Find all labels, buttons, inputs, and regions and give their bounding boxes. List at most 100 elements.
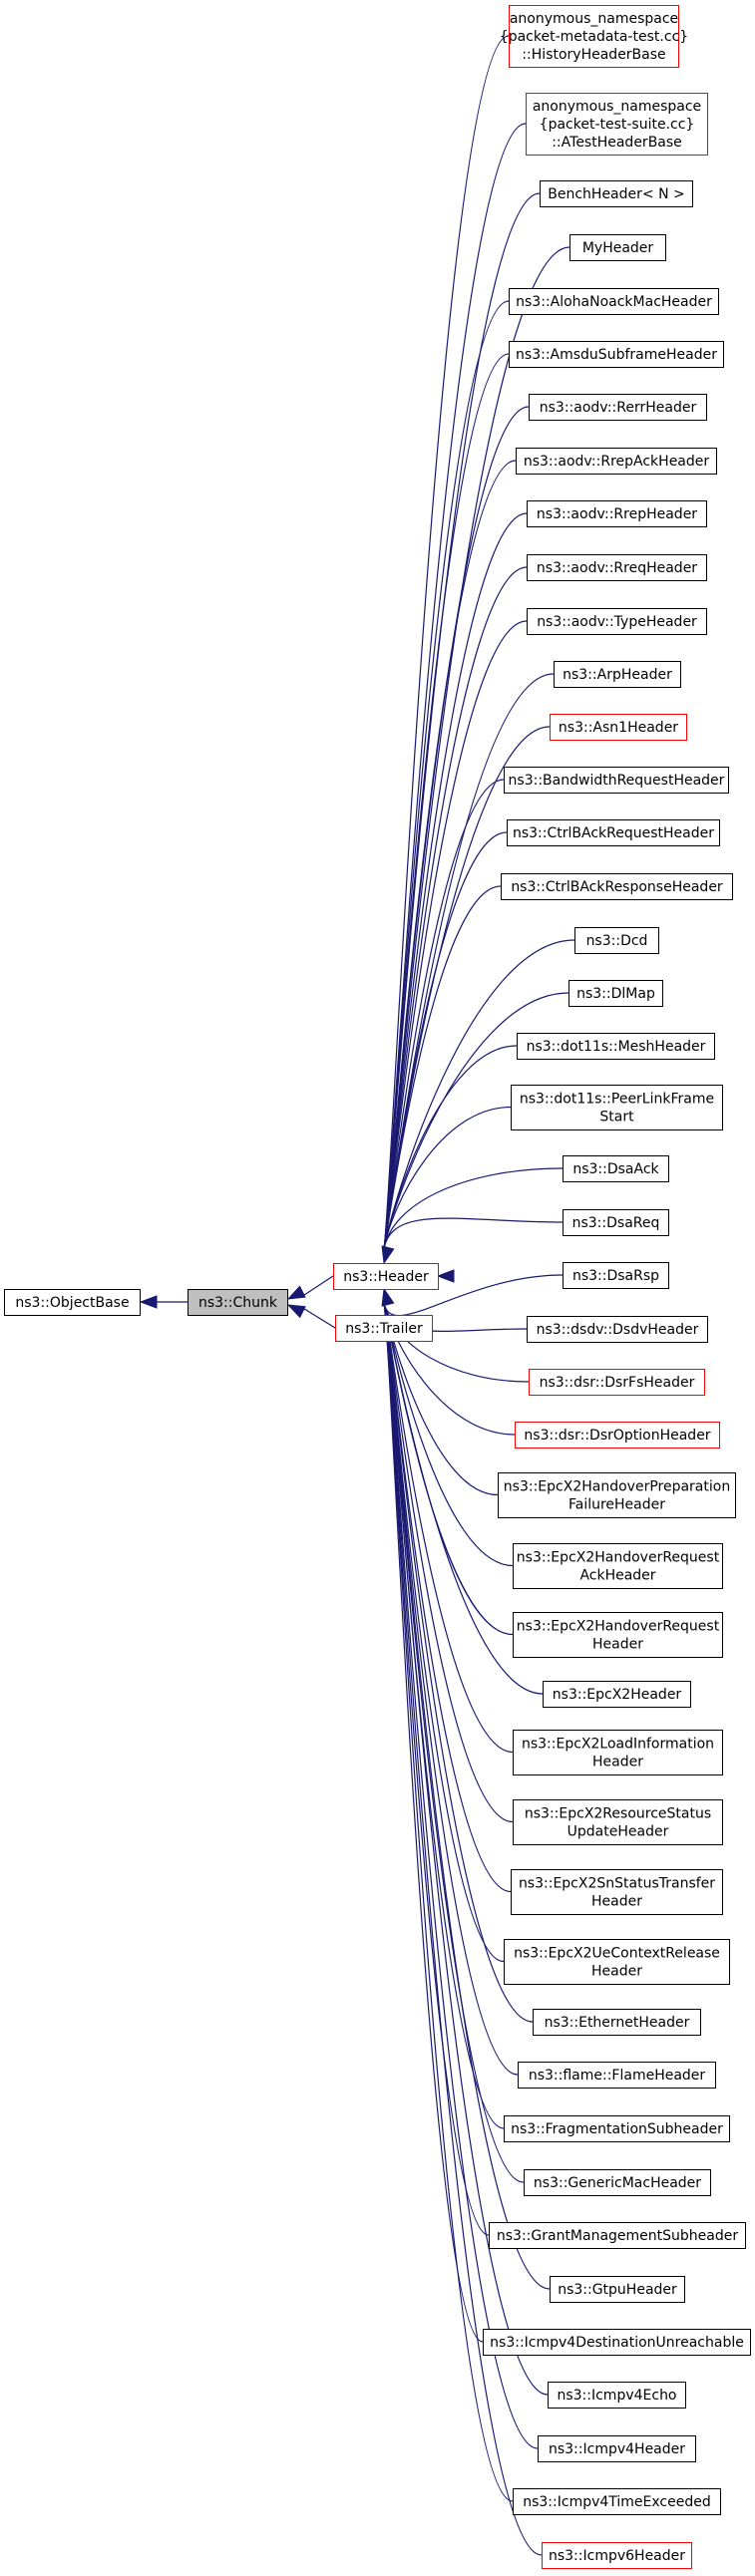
subclass-node-1[interactable]: anonymous_namespace{packet-test-suite.cc… (526, 93, 708, 156)
subclass-node-32-label: Header (591, 1894, 642, 1910)
subclass-node-39-box (550, 2276, 685, 2303)
subclass-node-36[interactable]: ns3::FragmentationSubheader (504, 2115, 730, 2142)
edge-subclass-18 (383, 1045, 518, 1250)
edge-subclass-4 (383, 300, 510, 1250)
subclass-node-13-box (504, 767, 729, 794)
subclass-node-41[interactable]: ns3::Icmpv4Echo (548, 2382, 686, 2409)
subclass-node-34[interactable]: ns3::EthernetHeader (533, 2009, 701, 2036)
subclass-node-16[interactable]: ns3::Dcd (574, 927, 659, 954)
chunk-node[interactable]: ns3::Chunk (188, 1289, 288, 1316)
objectbase-node-box (4, 1289, 141, 1316)
header-node[interactable]: ns3::Header (333, 1263, 439, 1290)
subclass-node-43-box (513, 2488, 721, 2515)
subclass-node-13[interactable]: ns3::BandwidthRequestHeader (504, 767, 729, 794)
header-node-box (333, 1263, 439, 1290)
subclass-node-24-box (529, 1369, 705, 1396)
subclass-node-26[interactable]: ns3::EpcX2HandoverPreparationFailureHead… (498, 1472, 736, 1518)
subclass-node-0-label: ::HistoryHeaderBase (522, 47, 665, 63)
subclass-node-10-box (527, 608, 707, 635)
subclass-node-10[interactable]: ns3::aodv::TypeHeader (527, 608, 707, 635)
subclass-node-33-box (504, 1939, 730, 1985)
subclass-node-38[interactable]: ns3::GrantManagementSubheader (489, 2222, 746, 2249)
subclass-node-14[interactable]: ns3::CtrlBAckRequestHeader (507, 819, 720, 846)
subclass-node-30-box (513, 1730, 723, 1775)
subclass-node-29[interactable]: ns3::EpcX2Header (543, 1681, 691, 1708)
subclass-node-43[interactable]: ns3::Icmpv4TimeExceeded (513, 2488, 721, 2515)
subclass-node-7-box (516, 448, 717, 475)
subclass-node-24[interactable]: ns3::dsr::DsrFsHeader (529, 1369, 705, 1396)
subclass-node-12[interactable]: ns3::Asn1Header (550, 714, 687, 741)
subclass-node-18-label: ns3::dot11s::MeshHeader (527, 1039, 706, 1055)
subclass-node-25-box (515, 1422, 720, 1449)
subclass-node-2[interactable]: BenchHeader< N > (540, 180, 693, 207)
objectbase-node[interactable]: ns3::ObjectBase (4, 1289, 141, 1316)
subclass-node-20[interactable]: ns3::DsaAck (563, 1155, 669, 1182)
subclass-node-8-label: ns3::aodv::RrepHeader (537, 506, 697, 522)
subclass-node-9-box (527, 554, 707, 581)
subclass-node-10-label: ns3::aodv::TypeHeader (537, 614, 697, 630)
subclass-node-40[interactable]: ns3::Icmpv4DestinationUnreachable (483, 2329, 751, 2356)
subclass-node-5[interactable]: ns3::AmsduSubframeHeader (509, 341, 724, 368)
subclass-node-22[interactable]: ns3::DsaRsp (563, 1262, 669, 1289)
subclass-node-13-label: ns3::BandwidthRequestHeader (509, 773, 725, 789)
subclass-node-9[interactable]: ns3::aodv::RreqHeader (527, 554, 707, 581)
subclass-node-30-label: ns3::EpcX2LoadInformation (522, 1737, 714, 1753)
arrow-into-chunk-from-trailer (286, 1304, 306, 1319)
subclass-node-35[interactable]: ns3::flame::FlameHeader (518, 2062, 716, 2089)
subclass-node-42-label: ns3::Icmpv4Header (549, 2441, 685, 2457)
subclass-node-38-box (489, 2222, 746, 2249)
subclass-node-1-label: ::ATestHeaderBase (552, 135, 682, 151)
subclass-node-27-label: ns3::EpcX2HandoverRequest (517, 1550, 720, 1566)
edge-subclass-21 (383, 1217, 564, 1250)
arrow-into-objectbase (139, 1295, 158, 1309)
chunk-node-label: ns3::Chunk (198, 1295, 278, 1311)
subclass-node-17[interactable]: ns3::DlMap (568, 980, 663, 1007)
subclass-node-39[interactable]: ns3::GtpuHeader (550, 2276, 685, 2303)
subclass-node-0[interactable]: anonymous_namespace{packet-metadata-test… (500, 5, 688, 68)
subclass-node-44-box (542, 2542, 692, 2569)
subclass-node-18[interactable]: ns3::dot11s::MeshHeader (517, 1033, 715, 1060)
subclass-node-6[interactable]: ns3::aodv::RerrHeader (529, 394, 707, 421)
subclass-node-29-box (543, 1681, 691, 1708)
subclass-node-15[interactable]: ns3::CtrlBAckResponseHeader (501, 873, 733, 900)
subclass-node-23[interactable]: ns3::dsdv::DsdvHeader (527, 1316, 708, 1343)
subclass-node-21[interactable]: ns3::DsaReq (563, 1209, 669, 1236)
subclass-node-11[interactable]: ns3::ArpHeader (554, 661, 681, 688)
subclass-node-4[interactable]: ns3::AlohaNoackMacHeader (509, 288, 719, 315)
trailer-node[interactable]: ns3::Trailer (335, 1315, 433, 1342)
subclass-node-41-label: ns3::Icmpv4Echo (557, 2388, 676, 2404)
subclass-node-21-box (563, 1209, 669, 1236)
subclass-node-36-box (504, 2115, 730, 2142)
subclass-node-16-box (574, 927, 659, 954)
header-node-label: ns3::Header (343, 1269, 429, 1285)
subclass-node-11-label: ns3::ArpHeader (563, 667, 672, 683)
edge-trailer-chunk (300, 1306, 336, 1329)
subclass-node-3[interactable]: MyHeader (569, 234, 666, 261)
subclass-node-6-box (529, 394, 707, 421)
subclass-node-14-label: ns3::CtrlBAckRequestHeader (513, 825, 714, 841)
subclass-node-25[interactable]: ns3::dsr::DsrOptionHeader (515, 1422, 720, 1449)
subclass-node-37-label: ns3::GenericMacHeader (534, 2175, 701, 2191)
arrow-into-header-right (436, 1269, 455, 1283)
subclass-node-0-box (509, 5, 679, 68)
subclass-node-19-box (511, 1085, 723, 1130)
subclass-node-22-box (563, 1262, 669, 1289)
subclass-node-8[interactable]: ns3::aodv::RrepHeader (527, 500, 707, 527)
subclass-node-34-box (533, 2009, 701, 2036)
subclass-node-27-box (513, 1543, 723, 1589)
subclass-node-44[interactable]: ns3::Icmpv6Header (542, 2542, 692, 2569)
subclass-node-26-box (498, 1472, 736, 1518)
subclass-node-37[interactable]: ns3::GenericMacHeader (524, 2169, 711, 2196)
subclass-node-1-label: {packet-test-suite.cc} (540, 117, 695, 133)
subclass-node-34-label: ns3::EthernetHeader (545, 2015, 690, 2031)
subclass-node-7[interactable]: ns3::aodv::RrepAckHeader (516, 448, 717, 475)
subclass-node-42[interactable]: ns3::Icmpv4Header (538, 2435, 696, 2462)
subclass-node-41-box (548, 2382, 686, 2409)
